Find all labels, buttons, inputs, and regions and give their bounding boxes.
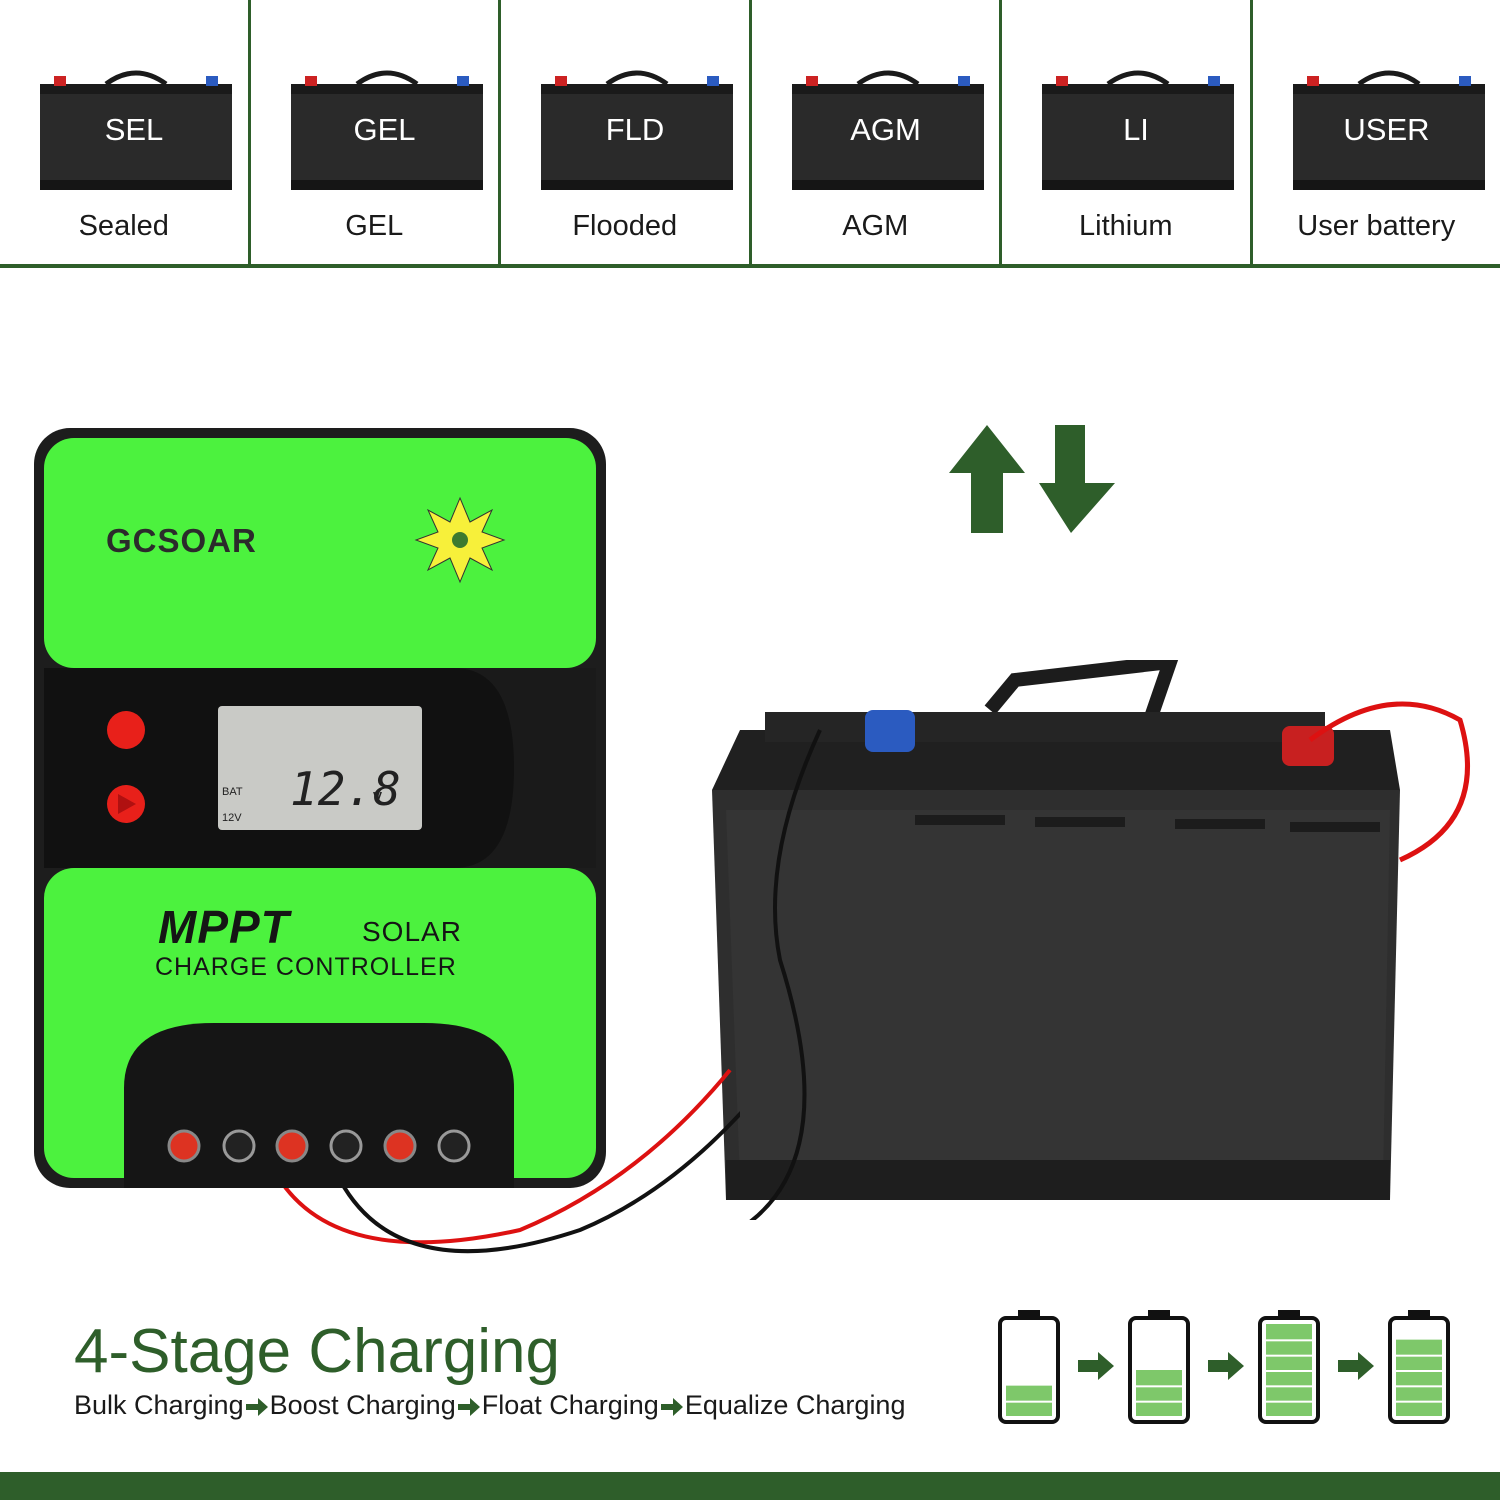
battery-icon xyxy=(1292,70,1485,190)
controller-line2: CHARGE CONTROLLER xyxy=(155,953,457,981)
battery-type-user: USER User battery xyxy=(1253,0,1500,264)
battery-code: LI xyxy=(1123,112,1149,147)
brand-logo: GCSOAR xyxy=(106,522,257,559)
stage-battery-icons xyxy=(998,1310,1450,1424)
stage-item: Boost Charging xyxy=(269,1390,456,1420)
arrow-right-icon xyxy=(245,1397,268,1416)
battery-type-sealed: SEL Sealed xyxy=(0,0,251,264)
battery-name: Lithium xyxy=(1079,210,1173,242)
stage-fill xyxy=(1396,1339,1442,1416)
battery-code: FLD xyxy=(605,112,665,147)
stage-fill xyxy=(1136,1370,1182,1416)
lcd-voltage-value: 12.8 xyxy=(290,762,401,816)
arrow-right-icon xyxy=(1078,1352,1114,1380)
stage-title: 4-Stage Charging xyxy=(74,1317,560,1386)
battery-icon xyxy=(1042,70,1234,190)
battery-icon xyxy=(791,70,984,190)
bidirectional-arrows-icon xyxy=(949,425,1115,533)
lcd-label-bat: BAT xyxy=(222,786,243,798)
stage-item: Bulk Charging xyxy=(74,1390,244,1420)
arrow-right-icon xyxy=(660,1397,683,1416)
car-battery-image xyxy=(712,660,1470,1220)
battery-code: GEL xyxy=(353,112,416,147)
arrow-right-icon xyxy=(1208,1352,1244,1380)
arrow-right-icon xyxy=(457,1397,480,1416)
stage-item: Equalize Charging xyxy=(684,1390,906,1420)
stage-battery-1 xyxy=(998,1310,1060,1424)
battery-name: Flooded xyxy=(572,210,678,242)
battery-code: USER xyxy=(1343,112,1430,147)
stage-item: Float Charging xyxy=(481,1390,659,1420)
cable-connection xyxy=(280,1068,740,1254)
battery-code: AGM xyxy=(850,112,921,147)
footer-bar xyxy=(0,1472,1500,1500)
controller-model: MPPT xyxy=(158,901,290,953)
battery-icon xyxy=(40,70,232,190)
lcd-label-volt: 12V xyxy=(222,812,242,824)
charge-controller-device xyxy=(34,428,606,1188)
battery-type-agm: AGM AGM xyxy=(752,0,1002,264)
lcd-voltage-unit: v xyxy=(373,786,382,806)
controller-line1: SOLAR xyxy=(362,916,462,947)
battery-type-lithium: LI Lithium xyxy=(1002,0,1253,264)
arrow-right-icon xyxy=(1338,1352,1374,1380)
battery-name: User battery xyxy=(1297,210,1456,242)
battery-name: GEL xyxy=(345,210,404,242)
battery-type-gel: GEL GEL xyxy=(251,0,501,264)
battery-name: Sealed xyxy=(78,210,169,242)
battery-code: SEL xyxy=(104,112,164,147)
stage-battery-3 xyxy=(1258,1310,1320,1424)
stage-battery-4 xyxy=(1388,1310,1450,1424)
battery-type-flooded: FLD Flooded xyxy=(501,0,752,264)
battery-type-strip: SEL Sealed GEL GEL FLD Flooded AGM AGM L… xyxy=(0,0,1500,268)
stage-list: Bulk Charging Boost Charging Float Chargin… xyxy=(74,1390,905,1421)
stage-battery-2 xyxy=(1128,1310,1190,1424)
battery-icon xyxy=(290,70,483,190)
battery-name: AGM xyxy=(842,210,909,242)
battery-icon xyxy=(541,70,733,190)
